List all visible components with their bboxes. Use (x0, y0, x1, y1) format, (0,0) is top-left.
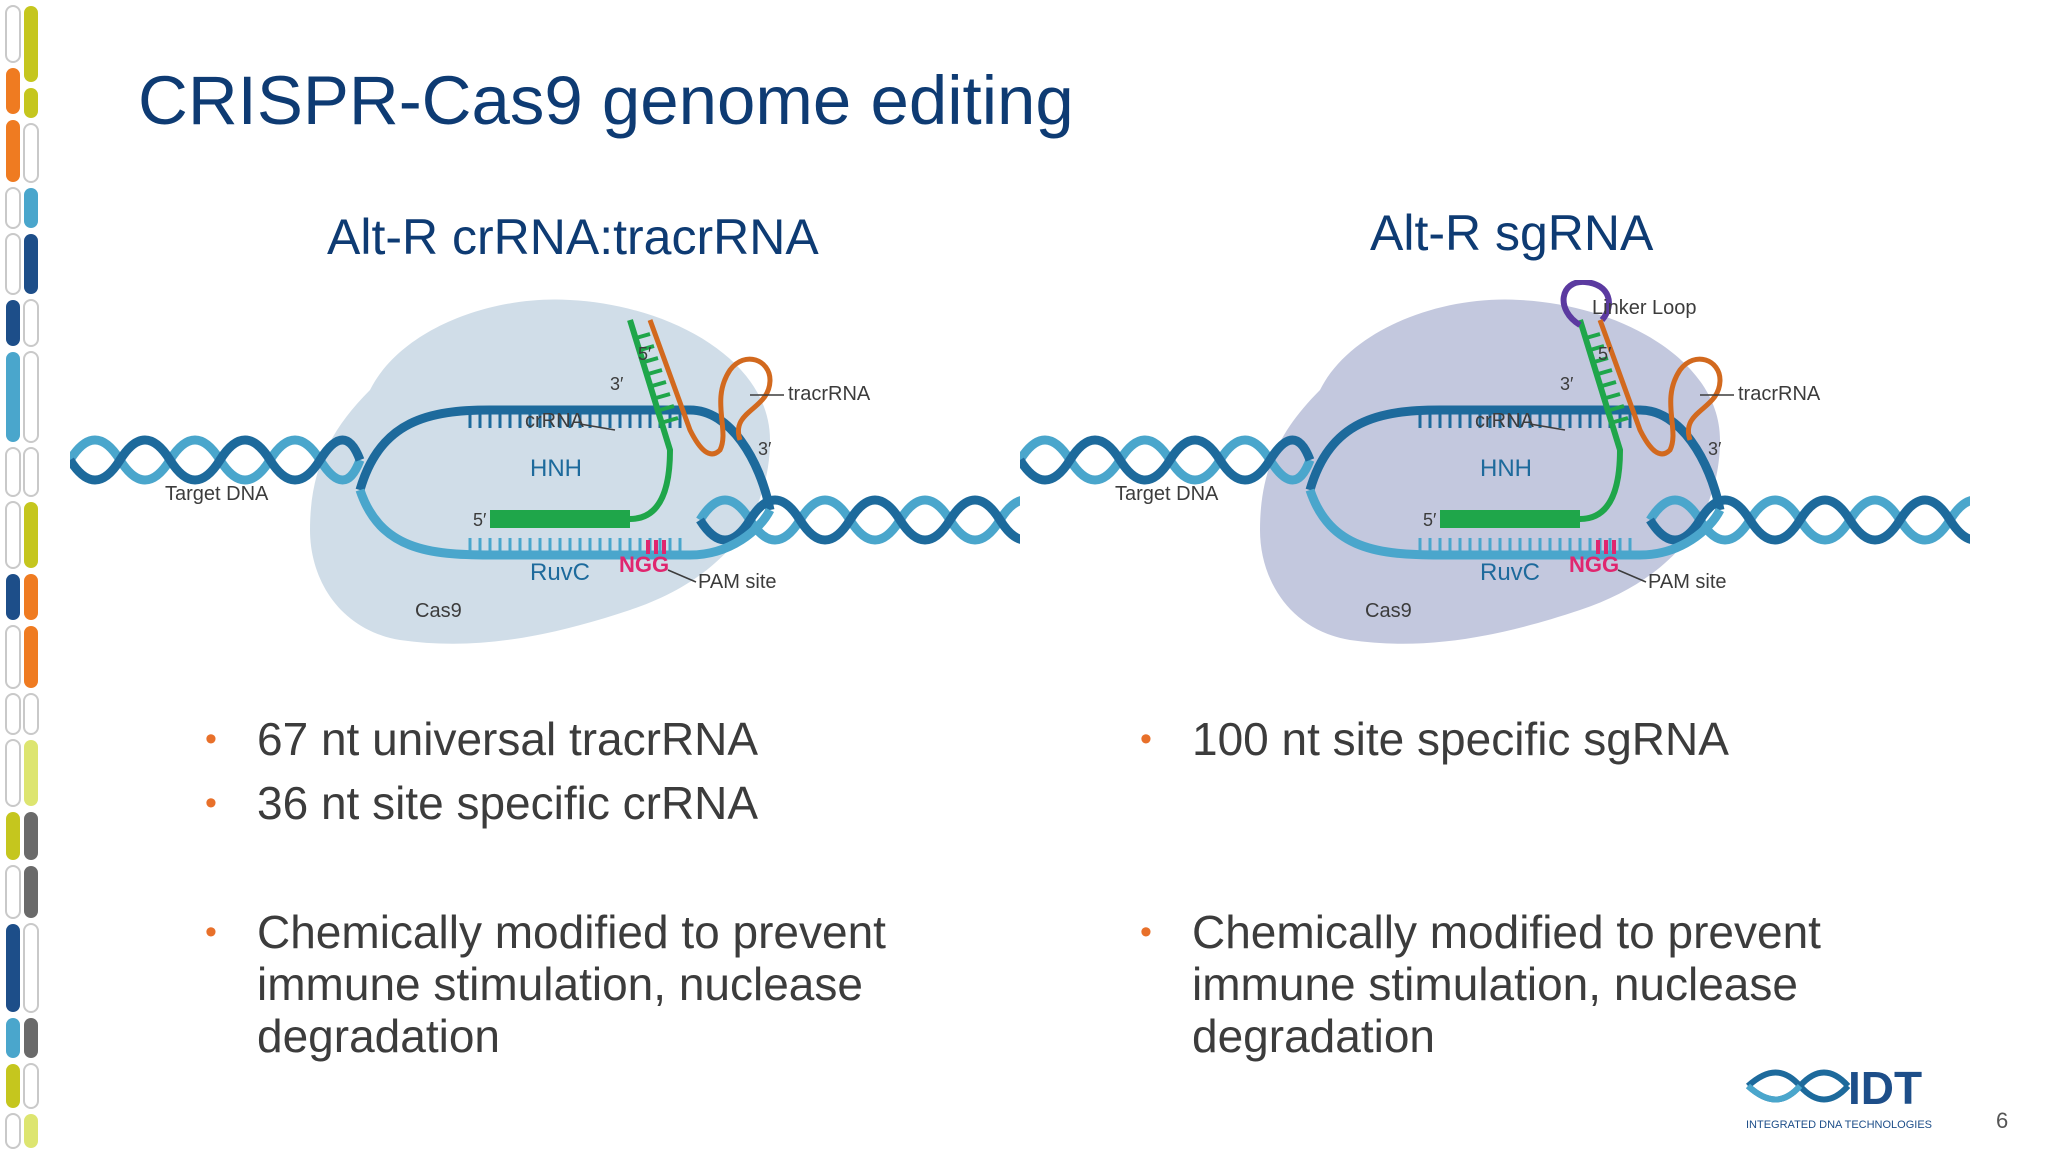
label-crrna: crRNA (525, 410, 585, 432)
label-linker-loop: Linker Loop (1592, 297, 1697, 319)
dna-ticks-bottom (1418, 538, 1632, 551)
dna-bubble-top-strand (355, 405, 775, 511)
dna-bubble-top-strand (1305, 405, 1725, 511)
label-pam-site: PAM site (698, 571, 777, 593)
crrna-stem-strand (627, 319, 674, 522)
target-dna-dark-strand (70, 435, 1020, 545)
label-tracrrna: tracrRNA (788, 383, 871, 405)
pam-site-marks (646, 540, 666, 554)
list-item: Chemically modified to prevent immune st… (1140, 906, 1900, 1062)
label-five-prime-guide: 5′ (473, 510, 487, 530)
chromosome-stripe-decoration (5, 5, 39, 1149)
label-hnh: HNH (1480, 455, 1532, 482)
target-dna-dark-strand (1020, 435, 1970, 545)
pam-pointer (1617, 569, 1647, 583)
left-bullet-list-bottom: Chemically modified to prevent immune st… (205, 906, 965, 1062)
list-item: 67 nt universal tracrRNA (205, 713, 758, 765)
dna-ticks-bottom (468, 538, 682, 551)
crrna-pointer (1529, 423, 1566, 431)
label-tracrrna: tracrRNA (1738, 383, 1821, 405)
label-hnh: HNH (530, 455, 582, 482)
tracrrna-strand (1597, 319, 1723, 457)
label-cas9: Cas9 (1365, 600, 1412, 622)
crrna-tracr-hairpin (1585, 332, 1629, 424)
slide-title: CRISPR-Cas9 genome editing (138, 62, 1074, 139)
label-ruvc: RuvC (1480, 559, 1540, 586)
linker-loop (1560, 280, 1612, 328)
idt-logo: IDT INTEGRATED DNA TECHNOLOGIES (1745, 1064, 1932, 1131)
label-three-prime-tracr: 3′ (758, 439, 772, 459)
crrna-tracr-hairpin (635, 332, 679, 424)
pam-site-marks (1596, 540, 1616, 554)
list-item: Chemically modified to prevent immune st… (205, 906, 965, 1062)
label-target-dna: Target DNA (165, 483, 269, 505)
page-number: 6 (1996, 1108, 2009, 1133)
tracrrna-strand (647, 319, 773, 457)
crrna-stem-strand (1577, 319, 1624, 522)
right-heading: Alt-R sgRNA (1370, 205, 1654, 261)
label-cas9: Cas9 (415, 600, 462, 622)
list-item: 100 nt site specific sgRNA (1140, 713, 1729, 765)
label-crrna: crRNA (1475, 410, 1535, 432)
left-heading: Alt-R crRNA:tracrRNA (327, 209, 819, 265)
label-three-prime-top: 3′ (610, 374, 624, 394)
sgrna-diagram: Target DNA Linker Loop 5′ 3′ tracrRNA cr… (1020, 280, 1970, 644)
logo-wordmark: IDT (1848, 1064, 1922, 1114)
label-pam-site: PAM site (1648, 571, 1727, 593)
label-ruvc: RuvC (530, 559, 590, 586)
label-five-prime-top: 5′ (638, 344, 652, 364)
crrna-guide-bar (1440, 510, 1580, 528)
left-bullet-list-top: 67 nt universal tracrRNA 36 nt site spec… (205, 713, 758, 829)
label-three-prime-top: 3′ (1560, 374, 1574, 394)
logo-tagline: INTEGRATED DNA TECHNOLOGIES (1746, 1119, 1932, 1131)
crrna-guide-bar (490, 510, 630, 528)
label-five-prime-top: 5′ (1598, 344, 1612, 364)
dna-bubble-bottom-strand (1305, 488, 1725, 560)
label-three-prime-tracr: 3′ (1708, 439, 1722, 459)
label-ngg: NGG (619, 552, 669, 577)
pam-pointer (667, 569, 697, 583)
list-item: 36 nt site specific crRNA (205, 777, 758, 829)
dna-bubble-bottom-strand (355, 488, 775, 560)
right-bullet-list-bottom: Chemically modified to prevent immune st… (1140, 906, 1900, 1062)
label-target-dna: Target DNA (1115, 483, 1219, 505)
dna-ticks-top (468, 414, 682, 428)
crrna-pointer (579, 423, 616, 431)
label-five-prime-guide: 5′ (1423, 510, 1437, 530)
right-bullet-list-top: 100 nt site specific sgRNA (1140, 713, 1729, 765)
label-ngg: NGG (1569, 552, 1619, 577)
crrna-tracrrna-diagram: Target DNA 5′ 3′ tracrRNA crRNA 3′ HNH 5… (70, 299, 1020, 644)
